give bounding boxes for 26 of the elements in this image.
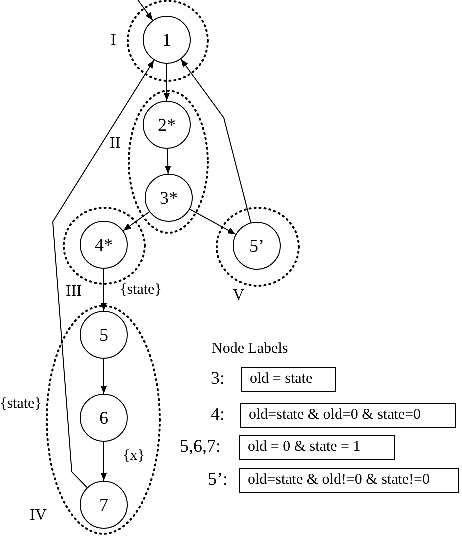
arrow <box>138 0 154 22</box>
node-number: 5,6,7: <box>180 437 222 455</box>
group-label: I <box>111 33 116 49</box>
edge-label: {state} <box>0 397 42 412</box>
condition-box: old=state & old!=0 & state!=0 <box>239 468 459 493</box>
heading: Node Labels <box>212 342 288 357</box>
arrow <box>180 58 252 224</box>
node-number: 3: <box>211 369 226 387</box>
arrow <box>52 60 155 488</box>
arrow <box>100 268 108 312</box>
group-label: IV <box>30 508 47 524</box>
arrow <box>164 148 172 174</box>
group-label: II <box>110 136 121 152</box>
node-number: 5’: <box>208 470 228 488</box>
condition-box: old=state & old=0 & state=0 <box>240 403 456 428</box>
edge-label: {x} <box>123 449 145 464</box>
arrow <box>190 209 236 235</box>
group-label: V <box>233 288 245 304</box>
condition-box: old = 0 & state = 1 <box>239 435 395 460</box>
edge-label: {state} <box>120 283 162 298</box>
arrow <box>100 358 108 394</box>
arrow <box>100 442 108 482</box>
arrow <box>164 64 170 102</box>
condition-box: old = state <box>241 367 336 392</box>
group-label: III <box>66 284 82 300</box>
node-number: 4: <box>211 405 226 423</box>
